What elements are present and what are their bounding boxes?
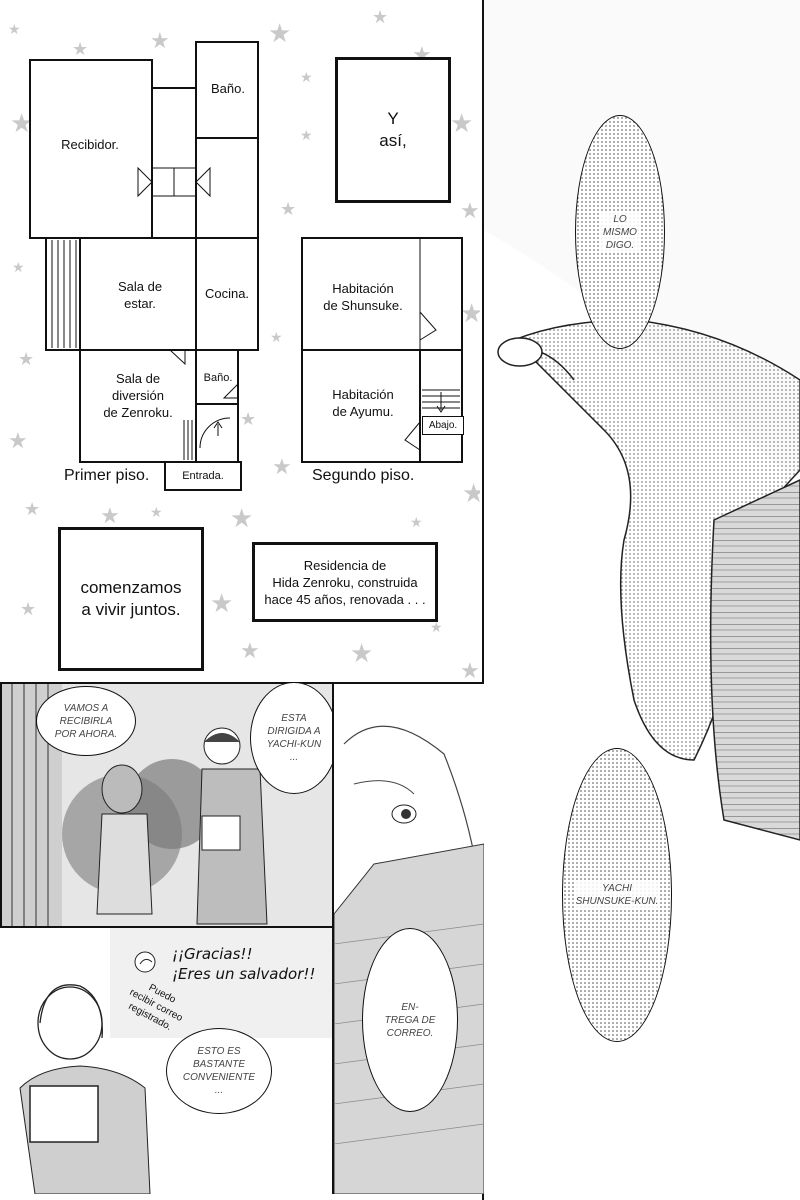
room-label-shunsuke: Habitación de Shunsuke.: [323, 281, 403, 313]
floor-plan-drawing: [29, 41, 463, 491]
exclamation-gracias: ¡¡Gracias!! ¡Eres un salvador!!: [172, 945, 316, 983]
bubble-text: EN- TREGA DE CORREO.: [382, 1000, 438, 1040]
bubble-text: YACHI SHUNSUKE-KUN.: [573, 882, 661, 908]
star-decoration: ★: [280, 199, 297, 219]
star-decoration: ★: [350, 638, 374, 668]
star-decoration: ★: [8, 21, 21, 37]
room-label-small-bath: Baño.: [203, 372, 233, 384]
speech-bubble-lo-mismo: LO MISMO DIGO.: [575, 115, 665, 349]
star-decoration: ★: [240, 638, 260, 663]
second-floor-caption: Segundo piso.: [312, 467, 415, 484]
star-decoration: ★: [300, 127, 313, 143]
bubble-text: ESTA DIRIGIDA A YACHI-KUN ...: [264, 712, 324, 764]
star-decoration: ★: [100, 503, 120, 528]
star-decoration: ★: [462, 478, 480, 508]
star-decoration: ★: [210, 588, 234, 618]
star-decoration: ★: [18, 349, 35, 369]
star-decoration: ★: [460, 658, 480, 681]
star-decoration: ★: [460, 198, 480, 223]
star-decoration: ★: [460, 298, 480, 328]
star-decoration: ★: [410, 514, 423, 530]
star-decoration: ★: [450, 108, 474, 138]
room-label-kitchen: Cocina.: [204, 286, 250, 301]
star-decoration: ★: [20, 599, 37, 619]
narration-y-asi: Y así,: [335, 57, 451, 203]
room-label-fun-room: Sala de diversión de Zenroku.: [103, 371, 173, 420]
speech-bubble-yachi: YACHI SHUNSUKE-KUN.: [562, 748, 672, 1042]
star-decoration: ★: [272, 454, 292, 479]
star-decoration: ★: [12, 259, 25, 275]
star-decoration: ★: [240, 409, 257, 429]
star-decoration: ★: [72, 39, 89, 59]
speech-bubble-vamos: VAMOS A RECIBIRLA POR AHORA.: [36, 686, 136, 756]
first-floor-caption: Primer piso.: [64, 467, 150, 484]
narration-comenzamos: comenzamos a vivir juntos.: [58, 527, 204, 671]
star-decoration: ★: [8, 428, 28, 453]
room-label-reception: Recibidor.: [61, 137, 119, 152]
star-decoration: ★: [268, 18, 292, 48]
box-illustration: [19, 928, 332, 1194]
star-decoration: ★: [150, 28, 170, 53]
star-decoration: ★: [300, 69, 313, 85]
bubble-text: ESTO ES BASTANTE CONVENIENTE ...: [180, 1045, 258, 1097]
speech-bubble-entrega: EN- TREGA DE CORREO.: [362, 928, 458, 1112]
narration-residence: Residencia de Hida Zenroku, construida h…: [252, 542, 438, 622]
room-label-living-room: Sala de estar.: [117, 279, 163, 311]
star-decoration: ★: [230, 503, 254, 533]
bubble-text: VAMOS A RECIBIRLA POR AHORA.: [52, 701, 120, 741]
star-decoration: ★: [24, 499, 41, 519]
box-panel: [0, 926, 332, 1194]
room-label-bath: Baño.: [211, 81, 245, 96]
delivery-illustration: [2, 684, 268, 928]
room-label-down: Abajo.: [422, 416, 464, 435]
speech-bubble-conveniente: ESTO ES BASTANTE CONVENIENTE ...: [166, 1028, 272, 1114]
room-label-ayumu: Habitación de Ayumu.: [332, 387, 394, 419]
star-decoration: ★: [430, 619, 443, 635]
star-decoration: ★: [270, 329, 283, 345]
room-label-entrance: Entrada.: [182, 470, 224, 482]
star-decoration: ★: [150, 504, 163, 520]
speech-bubble-esta-dirigida: ESTA DIRIGIDA A YACHI-KUN ...: [250, 682, 338, 794]
star-decoration: ★: [372, 7, 389, 27]
bubble-text: LO MISMO DIGO.: [601, 212, 639, 252]
delivery-panel: [0, 682, 336, 930]
star-decoration: ★: [10, 108, 34, 138]
